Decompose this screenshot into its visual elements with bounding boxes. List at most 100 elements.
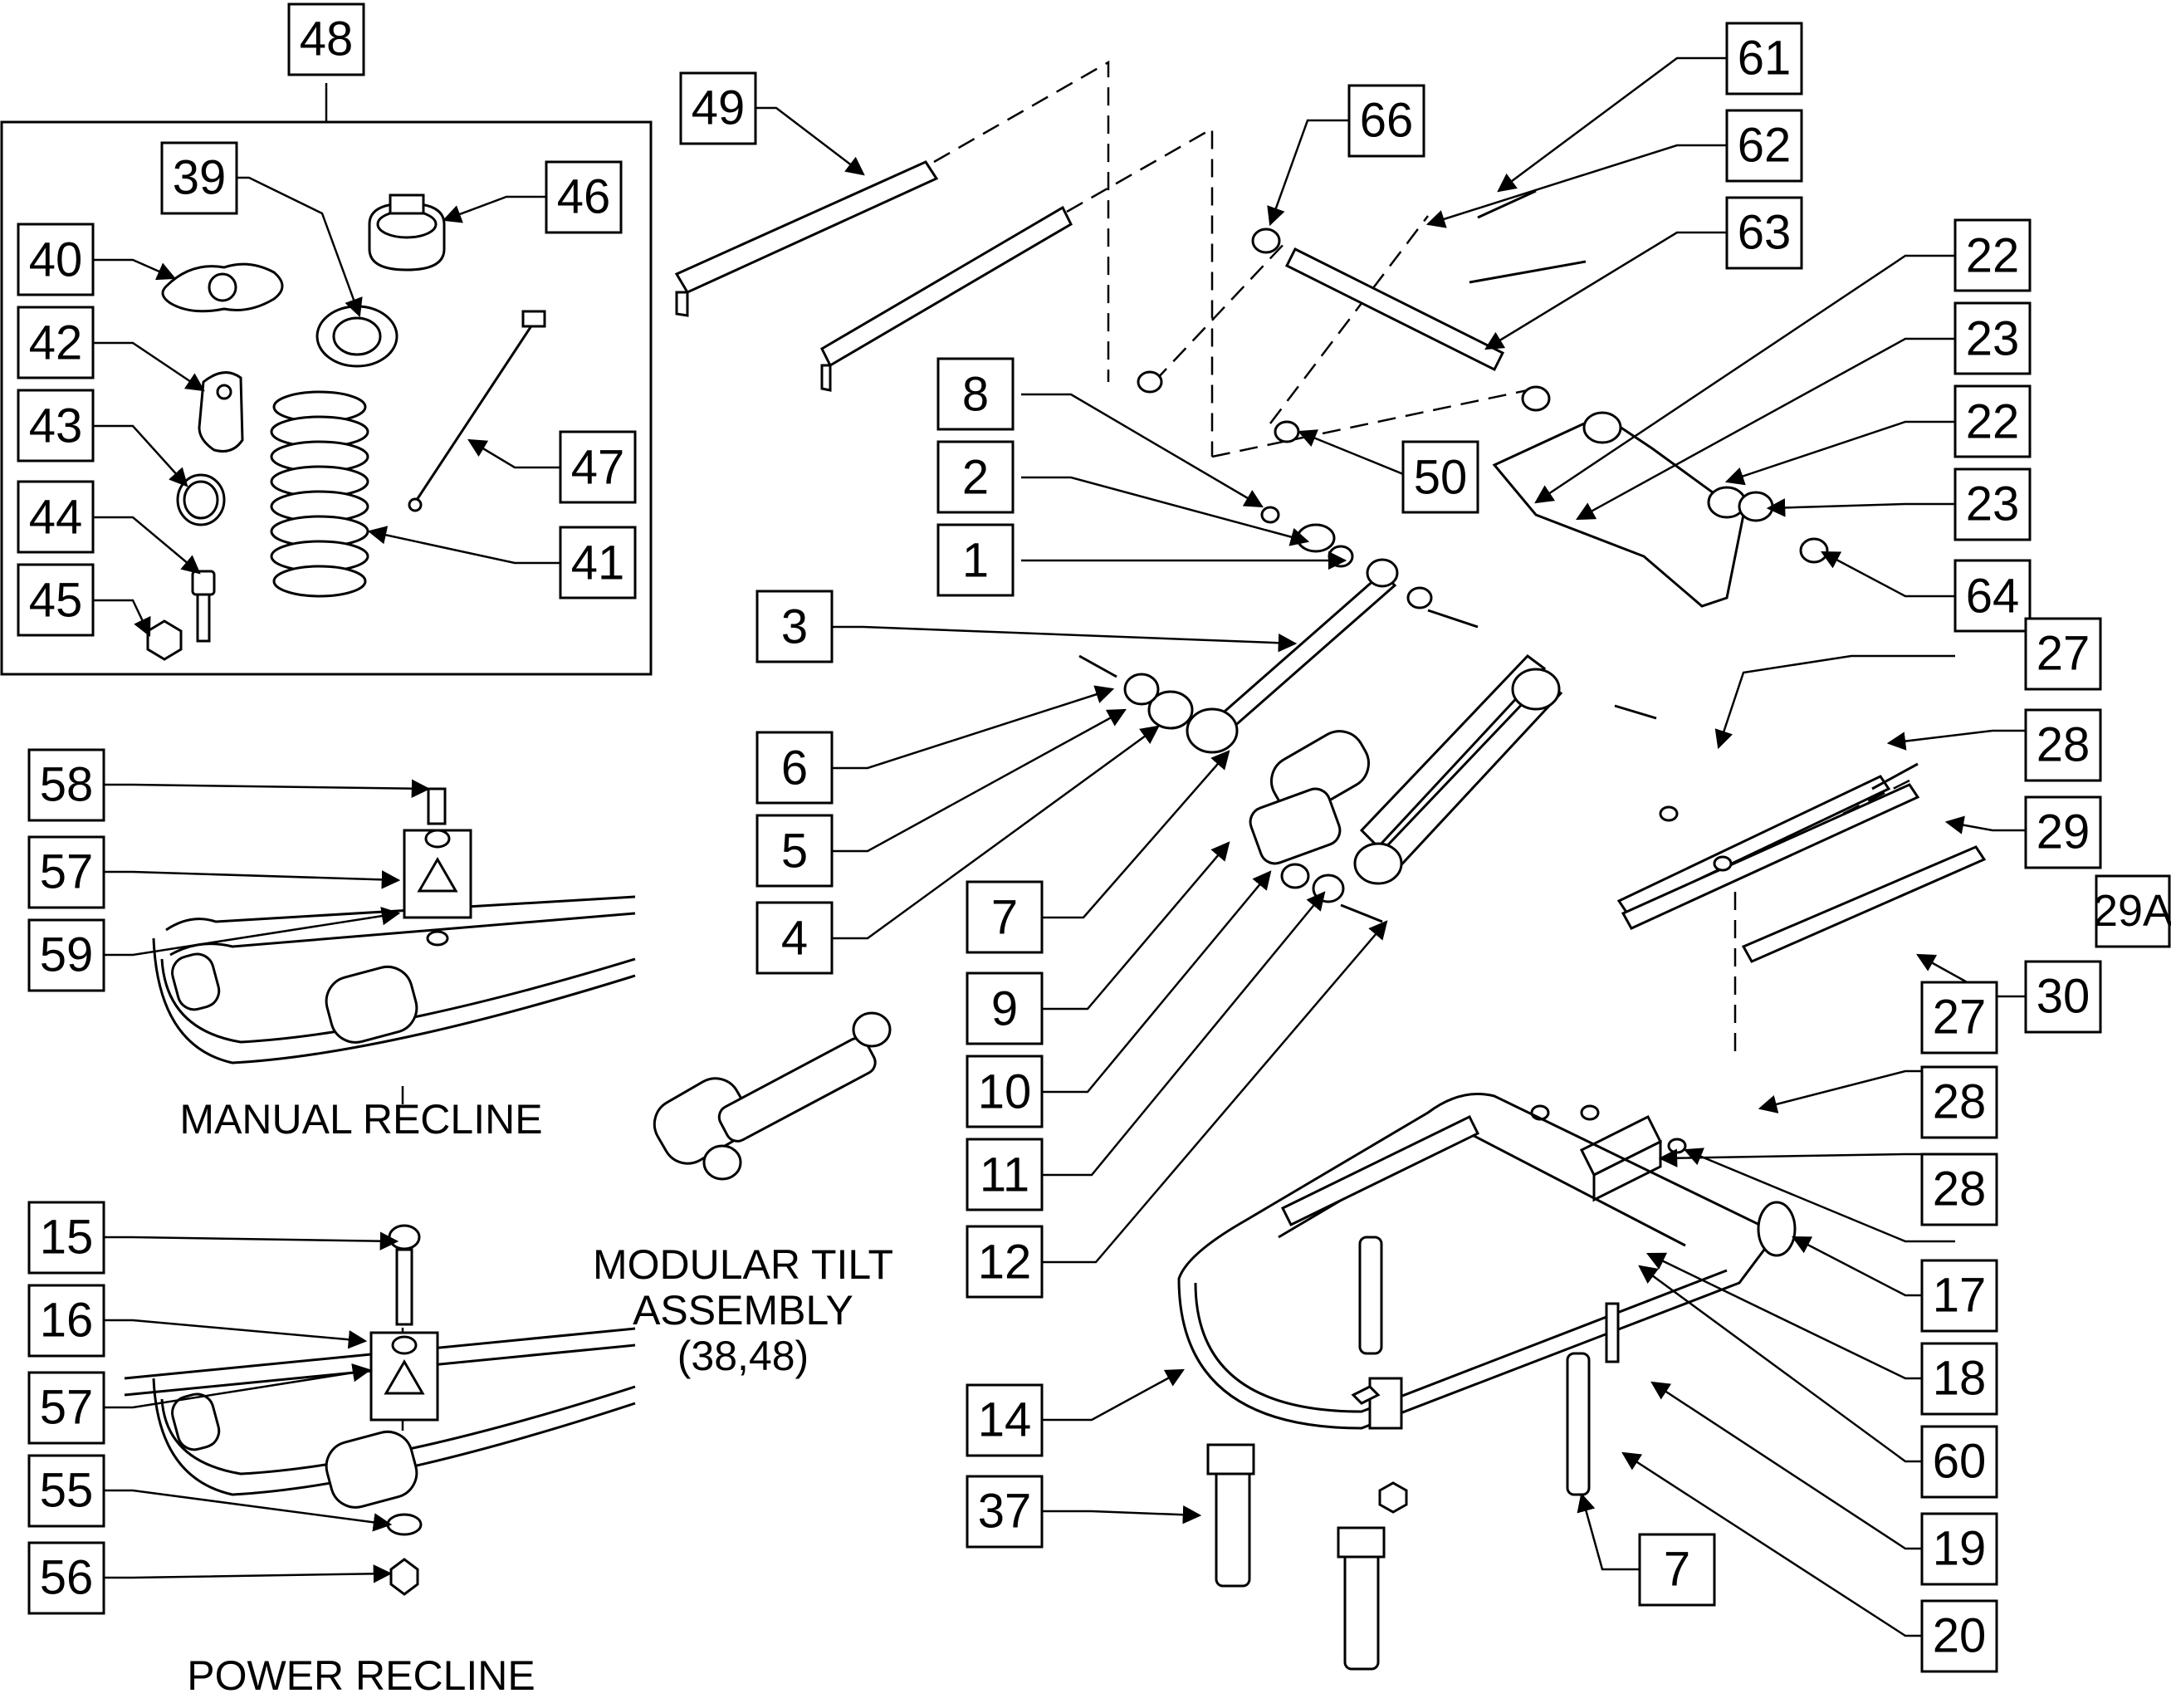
callout-59: 59 (27, 918, 105, 992)
svg-text:44: 44 (29, 491, 83, 545)
callout-37: 37 (966, 1475, 1044, 1549)
bracket-28 (1530, 1104, 1687, 1202)
svg-text:57: 57 (40, 1381, 94, 1435)
svg-text:18: 18 (1933, 1352, 1987, 1406)
svg-text:58: 58 (40, 758, 94, 812)
callout-2: 2 (936, 440, 1015, 514)
callout-45: 45 (17, 563, 95, 637)
callout-60: 60 (1920, 1425, 1998, 1499)
callout-7a: 7 (966, 880, 1044, 954)
svg-text:56: 56 (40, 1551, 94, 1605)
svg-text:27: 27 (1933, 991, 1987, 1045)
callout-5: 5 (755, 814, 834, 888)
callout-23a: 23 (1953, 301, 2032, 375)
callout-41: 41 (559, 526, 637, 600)
manual-recline-inset (152, 787, 636, 1064)
callout-18: 18 (1920, 1342, 1998, 1416)
callout-50: 50 (1401, 440, 1479, 514)
svg-text:29: 29 (2037, 805, 2090, 859)
svg-text:7: 7 (991, 891, 1018, 945)
part-45-nut (146, 619, 183, 661)
svg-text:19: 19 (1933, 1522, 1987, 1576)
svg-text:55: 55 (40, 1464, 94, 1518)
svg-text:22: 22 (1966, 229, 2020, 283)
part-44-bolt (191, 570, 216, 643)
leader-lines (93, 56, 2026, 1637)
callout-17: 17 (1920, 1259, 1998, 1333)
callout-7b: 7 (1638, 1533, 1716, 1607)
callout-28c: 28 (1920, 1153, 1998, 1226)
power-recline-inset (124, 1224, 636, 1596)
callout-64: 64 (1953, 559, 2032, 633)
svg-text:45: 45 (29, 574, 83, 628)
callout-8: 8 (936, 357, 1015, 431)
svg-text:27: 27 (2037, 627, 2090, 681)
svg-text:20: 20 (1933, 1609, 1987, 1663)
callout-57b: 57 (27, 1371, 105, 1445)
callout-27a: 27 (2024, 617, 2102, 691)
callout-6: 6 (755, 731, 834, 805)
assembly-lines (401, 60, 1910, 1453)
callout-47: 47 (559, 430, 637, 504)
svg-text:9: 9 (991, 982, 1018, 1036)
part-49-rails (674, 160, 1073, 392)
svg-text:57: 57 (40, 845, 94, 899)
kit-48-frame (0, 83, 653, 676)
svg-text:2: 2 (962, 451, 989, 505)
callout-20: 20 (1920, 1599, 1998, 1673)
svg-text:6: 6 (781, 741, 808, 795)
svg-text:28: 28 (1933, 1075, 1987, 1129)
svg-text:50: 50 (1414, 451, 1468, 505)
callout-58: 58 (27, 748, 105, 822)
slide-rail-assembly (1616, 762, 1987, 963)
callout-49: 49 (679, 71, 757, 145)
base-frame (1177, 1093, 1797, 1496)
upper-crossbar (1137, 189, 1587, 443)
svg-text:46: 46 (557, 170, 611, 224)
svg-text:16: 16 (40, 1294, 94, 1348)
callout-1: 1 (936, 523, 1015, 597)
svg-text:30: 30 (2037, 970, 2090, 1024)
svg-text:5: 5 (781, 825, 808, 878)
svg-text:41: 41 (571, 536, 625, 590)
callout-10: 10 (966, 1055, 1044, 1128)
callout-12: 12 (966, 1225, 1044, 1299)
callout-14: 14 (966, 1383, 1044, 1457)
callout-61: 61 (1725, 22, 1803, 95)
modular-tilt-figure (653, 1011, 892, 1181)
callout-48: 48 (287, 2, 365, 76)
svg-text:49: 49 (692, 81, 746, 135)
callout-66: 66 (1347, 84, 1425, 158)
svg-text:15: 15 (40, 1211, 94, 1265)
callout-boxes: 48 49 39 46 40 42 43 44 45 47 41 66 61 6… (17, 2, 2171, 1673)
svg-text:43: 43 (29, 399, 83, 453)
captions: MANUAL RECLINE MODULAR TILT ASSEMBLY (38… (179, 1096, 893, 1699)
callout-29A: 29A (2093, 874, 2171, 948)
svg-text:42: 42 (29, 316, 83, 370)
caption-power-recline: POWER RECLINE (187, 1652, 535, 1699)
callout-43: 43 (17, 389, 95, 462)
svg-text:10: 10 (978, 1065, 1032, 1119)
kit-parts (146, 193, 546, 661)
svg-text:61: 61 (1738, 32, 1792, 86)
svg-text:12: 12 (978, 1236, 1032, 1290)
svg-text:37: 37 (978, 1485, 1032, 1539)
svg-text:47: 47 (571, 441, 625, 495)
part-47-rod (413, 319, 537, 503)
svg-text:39: 39 (173, 151, 227, 205)
callout-42: 42 (17, 306, 95, 379)
caption-modular-tilt-1: MODULAR TILT (593, 1241, 893, 1288)
tilt-actuator (1249, 654, 1657, 923)
svg-text:14: 14 (978, 1393, 1032, 1447)
svg-text:17: 17 (1933, 1269, 1987, 1323)
svg-text:48: 48 (300, 12, 354, 66)
svg-text:1: 1 (962, 534, 989, 588)
callout-28b: 28 (1920, 1065, 1998, 1139)
svg-text:23: 23 (1966, 312, 2020, 366)
svg-text:64: 64 (1966, 570, 2020, 624)
svg-text:11: 11 (980, 1148, 1029, 1202)
svg-text:63: 63 (1738, 206, 1792, 260)
part-41-spring (270, 390, 369, 598)
callout-57a: 57 (27, 835, 105, 909)
